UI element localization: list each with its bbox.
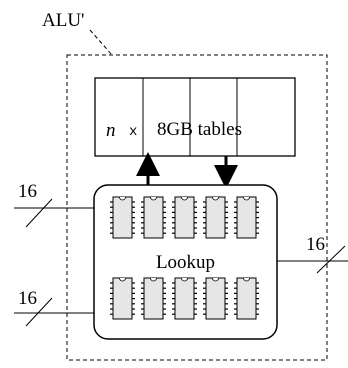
input-bus-top-slash xyxy=(25,198,53,228)
table-n-label: n xyxy=(106,120,116,141)
memory-chip-icon xyxy=(203,277,228,320)
alu-leader-line xyxy=(89,29,113,56)
memory-chip-icon xyxy=(110,196,135,239)
input-bus-top-width: 16 xyxy=(18,181,37,202)
output-bus-slash xyxy=(316,245,346,274)
memory-chip-icon xyxy=(203,196,228,239)
memory-chip-icon xyxy=(172,277,197,320)
alu-title: ALU' xyxy=(42,10,84,31)
memory-chip-icon xyxy=(234,196,259,239)
input-bus-bottom-width: 16 xyxy=(18,288,37,309)
memory-chips xyxy=(110,196,259,320)
table-times-label: x xyxy=(129,124,137,140)
output-bus-width: 16 xyxy=(306,234,325,255)
lookup-label: Lookup xyxy=(156,252,215,273)
alu-boundary xyxy=(66,54,328,361)
table-size-label: 8GB tables xyxy=(157,119,242,140)
table-box: n x 8GB tables xyxy=(94,77,296,157)
memory-chip-icon xyxy=(141,196,166,239)
memory-chip-icon xyxy=(234,277,259,320)
input-bus-bottom-slash xyxy=(25,297,53,327)
lookup-block xyxy=(93,184,278,340)
memory-chip-icon xyxy=(172,196,197,239)
memory-chip-icon xyxy=(141,277,166,320)
memory-chip-icon xyxy=(110,277,135,320)
